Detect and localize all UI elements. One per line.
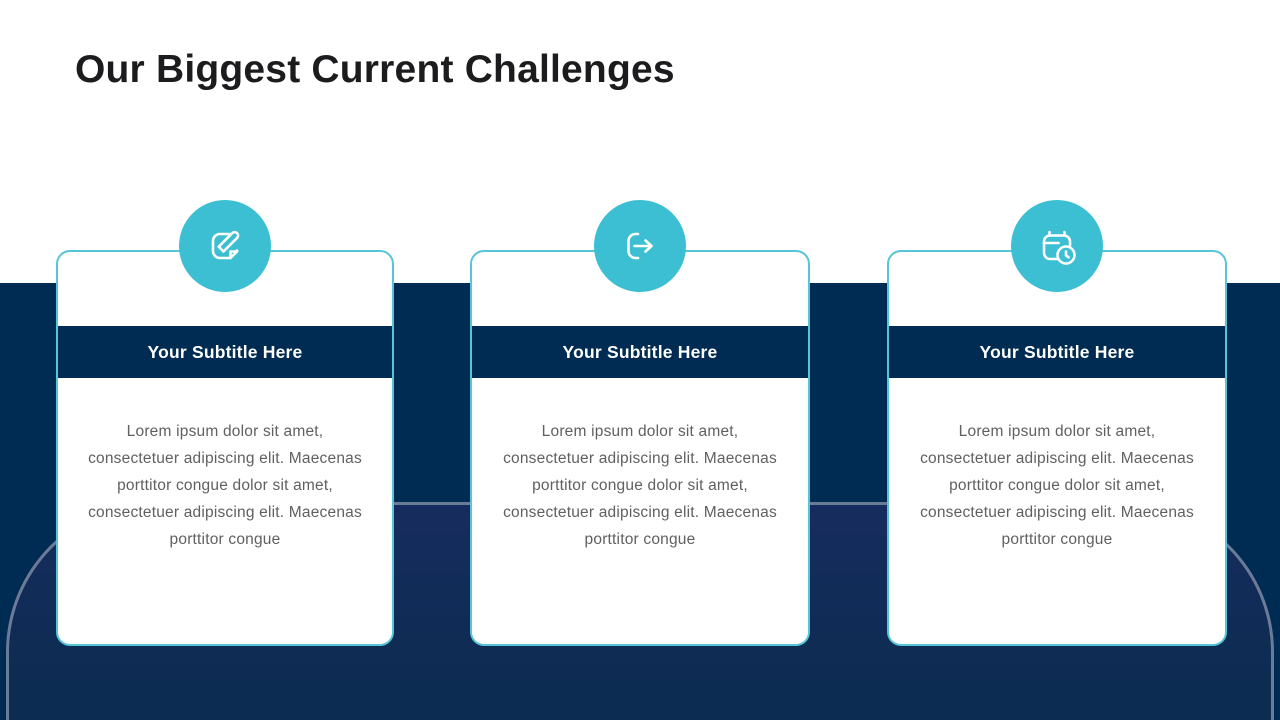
card-subtitle: Your Subtitle Here (979, 341, 1135, 362)
challenge-card-3: Your Subtitle Here Lorem ipsum dolor sit… (887, 200, 1227, 646)
challenge-card-1: Your Subtitle Here Lorem ipsum dolor sit… (56, 200, 394, 646)
challenge-card-2: Your Subtitle Here Lorem ipsum dolor sit… (470, 200, 810, 646)
card-body-text: Lorem ipsum dolor sit amet, consectetuer… (503, 423, 777, 548)
card-body-text: Lorem ipsum dolor sit amet, consectetuer… (920, 423, 1194, 548)
card-subtitle-band: Your Subtitle Here (889, 326, 1225, 378)
edit-note-icon (179, 200, 271, 292)
card-subtitle: Your Subtitle Here (562, 341, 718, 362)
card-subtitle-band: Your Subtitle Here (58, 326, 392, 378)
slide-title: Our Biggest Current Challenges (75, 48, 675, 91)
card-subtitle-band: Your Subtitle Here (472, 326, 808, 378)
calendar-clock-icon (1011, 200, 1103, 292)
card-body-text: Lorem ipsum dolor sit amet, consectetuer… (88, 423, 362, 548)
sign-out-icon (594, 200, 686, 292)
card-subtitle: Your Subtitle Here (147, 341, 303, 362)
